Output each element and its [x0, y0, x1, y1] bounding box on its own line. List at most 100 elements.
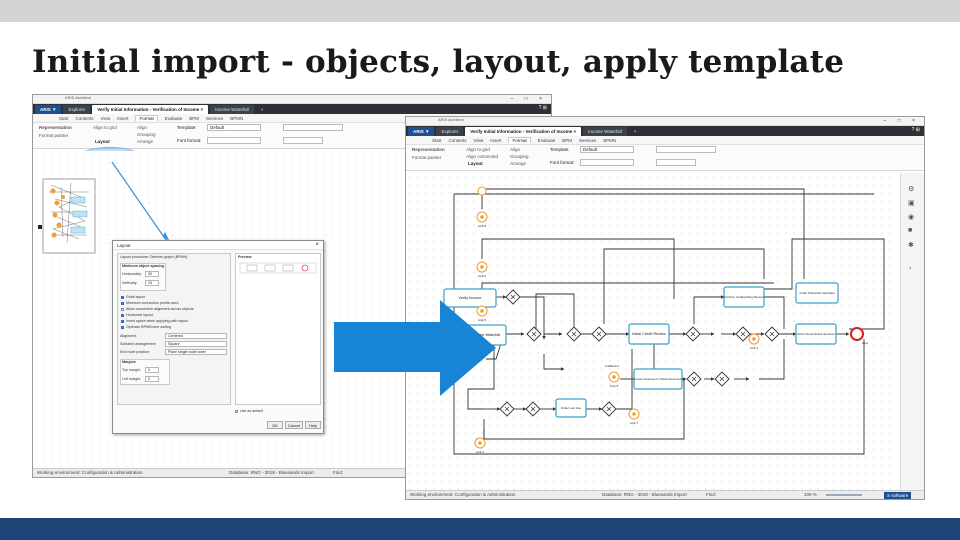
tab-explorer[interactable]: Explorer — [436, 126, 464, 136]
dialog-close-icon[interactable]: × — [315, 242, 319, 248]
tab-verify-initial-information[interactable]: Verify Initial Information - Verificatio… — [92, 104, 209, 114]
representation-button[interactable]: Representation — [39, 125, 72, 130]
window-titlebar: ARIS Architect – □ × — [406, 117, 924, 126]
use-as-default-checkbox[interactable]: Use as default — [235, 409, 263, 413]
option-min-connection-points[interactable]: Minimum connection points used — [121, 301, 178, 305]
font-format-dropdown[interactable] — [580, 159, 634, 166]
horizontally-input[interactable]: 30 — [145, 271, 159, 277]
ribbon-tab-insert[interactable]: Insert — [490, 137, 502, 143]
status-database: Database: RNG - 3018 - Bluesands Import — [229, 470, 314, 475]
new-tab-plus-icon[interactable]: + — [633, 128, 637, 134]
end-node-select[interactable]: Place single node lower — [165, 349, 227, 355]
font-format-label: Font format: — [550, 160, 575, 165]
option-allow-alignment[interactable]: Allow connection alignment across object… — [121, 307, 194, 311]
task-verify-income: Verify Income — [458, 296, 481, 300]
ribbon-tab-insert[interactable]: Insert — [117, 115, 129, 121]
align-button[interactable]: Align — [510, 147, 521, 152]
new-tab-plus-icon[interactable]: + — [260, 106, 264, 112]
template-dropdown[interactable]: Default — [580, 146, 634, 153]
alignment-label: Alignment: — [120, 334, 137, 338]
zoom-level[interactable]: 100 % — [804, 492, 817, 497]
ribbon-tab-bpm[interactable]: BPM — [189, 115, 200, 121]
symbols-icon[interactable]: ■ — [908, 227, 913, 234]
ribbon-tabs: Start Contents View Insert Format Evalua… — [406, 136, 924, 145]
template-label: Template: — [177, 125, 197, 130]
attributes-icon[interactable]: ✱ — [908, 242, 914, 249]
ribbon-tab-start[interactable]: Start — [432, 137, 442, 143]
navigation-icon[interactable]: ◉ — [908, 214, 915, 221]
ribbon-tab-bpmn[interactable]: BPMN — [230, 115, 244, 121]
ribbon-tab-services[interactable]: Services — [206, 115, 224, 121]
window-controls[interactable]: – □ × — [883, 118, 920, 124]
ribbon-tab-bpm[interactable]: BPM — [562, 137, 573, 143]
task-initial-credit-review: Initial Credit Review — [632, 332, 666, 336]
align-connected-button[interactable]: Align connected — [466, 154, 499, 159]
ribbon-tab-format[interactable]: Format — [135, 115, 158, 121]
font-format-dropdown[interactable] — [207, 137, 261, 144]
window-title: ARIS Architect — [65, 95, 91, 100]
align-button[interactable]: Align — [137, 125, 148, 130]
tab-income-waterfall[interactable]: Income Waterfall — [583, 126, 627, 136]
help-button[interactable]: Help — [305, 421, 321, 429]
ribbon-tab-services[interactable]: Services — [579, 137, 597, 143]
help-icon[interactable]: ? ⊞ — [538, 105, 547, 111]
format-painter-button[interactable]: Format painter — [39, 133, 69, 138]
event-fulfillment: Fulfillment — [605, 364, 619, 368]
align-to-grid-button[interactable]: Align to grid — [466, 147, 490, 152]
ribbon-tab-start[interactable]: Start — [59, 115, 69, 121]
end-event-icon — [850, 327, 864, 341]
font-dropdown[interactable] — [283, 124, 343, 131]
properties-icon[interactable]: ▣ — [908, 200, 915, 207]
align-to-grid-button[interactable]: Align to grid — [93, 125, 117, 130]
tab-verify-initial-information[interactable]: Verify Initial Information - Verificatio… — [465, 126, 582, 136]
tab-income-waterfall[interactable]: Income Waterfall — [210, 104, 254, 114]
task-order-lien-fee: Order Lien Fee — [561, 406, 582, 410]
zoom-slider[interactable] — [826, 494, 862, 496]
alignment-select[interactable]: Centered — [165, 333, 227, 339]
spacing-title: Minimum object spacing — [122, 264, 164, 268]
template-dropdown[interactable]: Default — [207, 124, 261, 131]
representation-button[interactable]: Representation — [412, 147, 445, 152]
ribbon-tab-contents[interactable]: Contents — [75, 115, 94, 121]
status-find[interactable]: Find: — [333, 470, 344, 475]
top-margin-input[interactable]: 0 — [145, 367, 159, 373]
option-horizontal-layout[interactable]: Horizontal layout — [121, 313, 153, 317]
font-size-dropdown[interactable] — [656, 159, 696, 166]
option-grids-layout[interactable]: Grids layout — [121, 295, 145, 299]
expand-chevron-icon[interactable]: › — [909, 265, 912, 272]
help-icon[interactable]: ? ⊞ — [911, 127, 920, 133]
aris-menu-tab[interactable]: ARIS ▼ — [35, 104, 62, 114]
ribbon-tab-bpmn[interactable]: BPMN — [603, 137, 617, 143]
layout-button[interactable]: Layout — [468, 161, 483, 166]
window-controls[interactable]: – □ × — [510, 96, 547, 102]
arrange-button[interactable]: Arrange — [137, 139, 154, 144]
vertically-input[interactable]: 15 — [145, 280, 159, 286]
ribbon-tab-view[interactable]: View — [100, 115, 111, 121]
format-painter-button[interactable]: Format painter — [412, 155, 442, 160]
layout-button[interactable]: Layout — [95, 139, 110, 144]
lane-arrangement-select[interactable]: Square — [165, 341, 227, 347]
ribbon-tab-evaluate[interactable]: Evaluate — [537, 137, 556, 143]
aris-window-right: ARIS Architect – □ × ARIS ▼ Explorer Ver… — [405, 116, 925, 500]
left-margin-input[interactable]: 0 — [145, 376, 159, 382]
tab-explorer[interactable]: Explorer — [63, 104, 91, 114]
settings-icon[interactable]: ⚙ — [908, 186, 915, 193]
status-find[interactable]: Find: — [706, 492, 717, 497]
font-size-dropdown[interactable] — [283, 137, 323, 144]
ribbon-tab-format[interactable]: Format — [508, 137, 531, 143]
template-label: Template: — [550, 147, 570, 152]
ribbon-tab-evaluate[interactable]: Evaluate — [164, 115, 183, 121]
ribbon-tab-contents[interactable]: Contents — [448, 137, 467, 143]
ribbon-tab-view[interactable]: View — [473, 137, 484, 143]
preview-panel — [235, 253, 321, 405]
font-dropdown[interactable] — [656, 146, 716, 153]
status-environment: Working environment: Configuration & Adm… — [410, 492, 516, 497]
option-insert-space[interactable]: Insert space when applying path layout — [121, 319, 188, 323]
ok-button[interactable]: OK — [267, 421, 283, 429]
cancel-button[interactable]: Cancel — [285, 421, 303, 429]
option-optimize-lane[interactable]: Optimize BPMN lane sorting — [121, 325, 171, 329]
aris-menu-tab[interactable]: ARIS ▼ — [408, 126, 435, 136]
grouping-button[interactable]: Grouping — [137, 132, 156, 137]
arrange-button[interactable]: Arrange — [510, 161, 527, 166]
grouping-button[interactable]: Grouping — [510, 154, 529, 159]
